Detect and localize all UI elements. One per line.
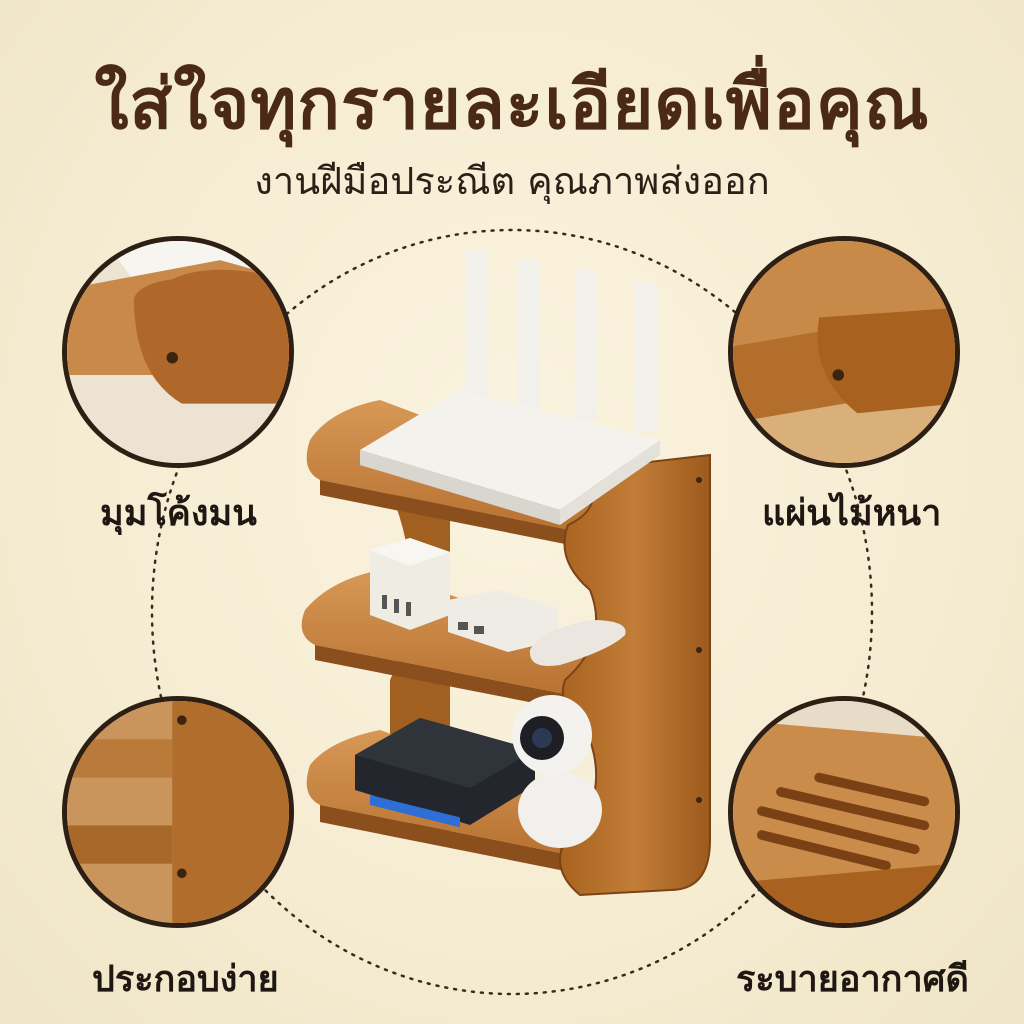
headline-subtitle: งานฝีมือประณีต คุณภาพส่งออก — [254, 159, 770, 203]
wooden-router-shelf-image — [301, 250, 711, 897]
network-switch — [355, 718, 535, 828]
feature-label-ventilation: ระบายอากาศดี — [736, 959, 969, 1000]
feature-thick-wood-closeup — [728, 236, 960, 468]
feature-label-easy-assembly: ประกอบง่าย — [92, 959, 279, 1000]
feature-label-thick-wood: แผ่นไม้หนา — [762, 493, 942, 534]
security-camera — [512, 695, 602, 848]
headline-title: ใส่ใจทุกรายละเอียดเพื่อคุณ — [94, 63, 930, 145]
router-device — [360, 250, 660, 525]
feature-label-rounded-corner: มุมโค้งมน — [100, 493, 257, 534]
network-adapter — [448, 590, 558, 652]
feature-rounded-corner-closeup — [62, 236, 294, 468]
power-socket-cube — [370, 538, 450, 630]
remote-control — [529, 620, 626, 666]
feature-easy-assembly-closeup — [62, 696, 294, 928]
feature-ventilation-closeup — [728, 696, 960, 928]
